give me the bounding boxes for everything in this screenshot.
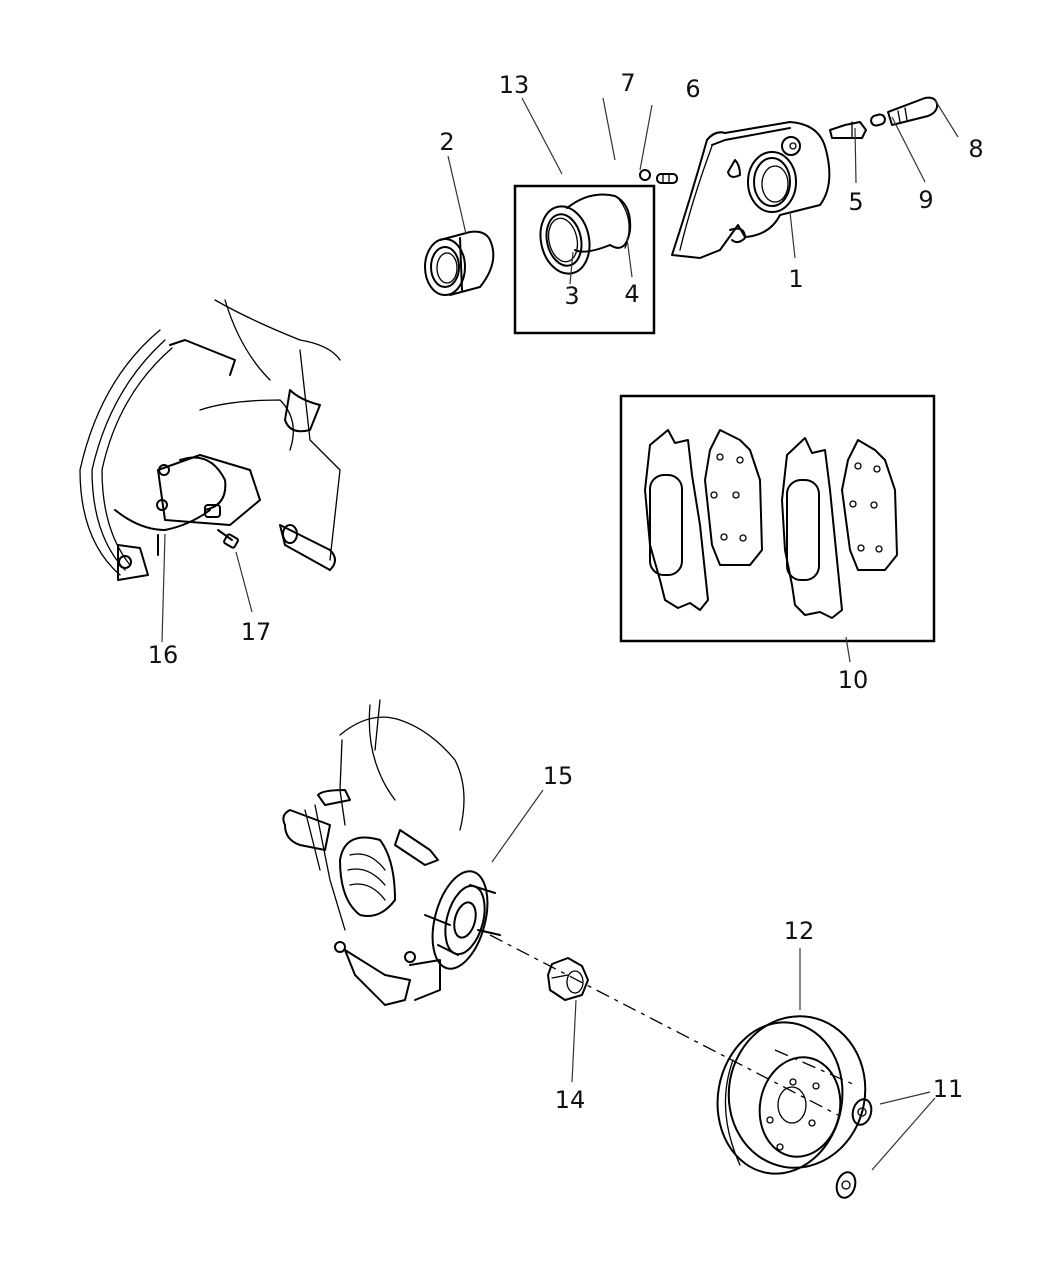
guide-pin-bushing-part-5	[829, 121, 867, 139]
leader-2	[447, 155, 467, 235]
callout-6: 6	[685, 75, 700, 103]
callout-5: 5	[848, 188, 863, 216]
hub-nut-part-14	[547, 957, 589, 1001]
seal-kit-box-13	[513, 184, 656, 335]
leader-15	[491, 789, 544, 863]
leader-1	[789, 211, 796, 259]
leader-14	[571, 999, 577, 1083]
callout-9: 9	[918, 186, 933, 214]
leader-11a	[879, 1091, 931, 1105]
assembly-axis-line	[489, 934, 839, 1116]
caliper-part-1	[671, 121, 831, 259]
leader-13	[521, 97, 563, 175]
callout-16: 16	[148, 641, 179, 669]
leader-9	[891, 116, 926, 183]
bleeder-screw-part-6	[656, 173, 678, 184]
piston-seal-part-3	[539, 205, 591, 275]
leader-3	[569, 251, 574, 285]
callout-11: 11	[933, 1075, 964, 1103]
leader-10	[845, 636, 851, 663]
callout-17: 17	[241, 618, 272, 646]
brake-pads-part-10	[644, 429, 898, 619]
bleeder-cap-part-7	[639, 169, 651, 181]
callout-12: 12	[784, 917, 815, 945]
callout-15: 15	[543, 762, 574, 790]
leader-4	[626, 237, 633, 278]
piston-part-2	[424, 230, 495, 296]
callout-14: 14	[555, 1086, 586, 1114]
guide-pin-bolt-part-8	[887, 96, 939, 126]
hub-knuckle-part-15	[282, 699, 501, 1006]
leader-8	[934, 99, 959, 138]
callout-10: 10	[838, 666, 869, 694]
leader-7	[602, 97, 616, 161]
callout-1: 1	[788, 265, 803, 293]
callout-2: 2	[439, 128, 454, 156]
callout-7: 7	[620, 69, 635, 97]
bushing-part-9	[870, 113, 886, 127]
leader-6	[639, 104, 653, 171]
brake-rotor-part-12	[716, 1015, 867, 1175]
dust-boot-part-4	[566, 193, 632, 253]
clip-axis-line	[774, 1049, 856, 1086]
knuckle-hose-assembly	[79, 299, 341, 581]
leader-11b	[871, 1097, 936, 1171]
callout-4: 4	[624, 280, 639, 308]
callout-3: 3	[564, 282, 579, 310]
leader-16	[161, 533, 166, 643]
retainer-clip-part-11b	[835, 1171, 857, 1199]
leader-5	[854, 127, 857, 184]
leader-17	[235, 551, 253, 613]
brake-pad-set-box-10	[619, 394, 936, 643]
callout-13: 13	[499, 71, 530, 99]
callout-8: 8	[968, 135, 983, 163]
retainer-clip-part-11a	[851, 1098, 873, 1126]
